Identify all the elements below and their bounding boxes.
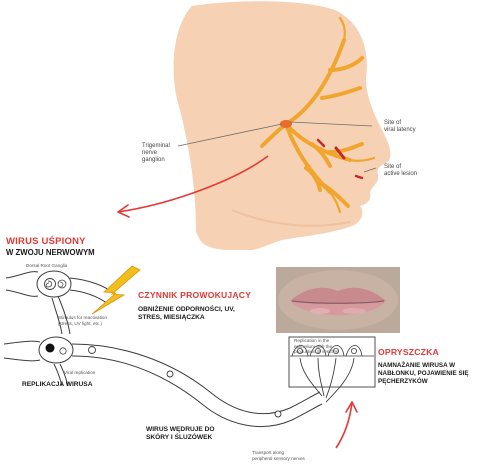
label-trigeminal-line-3: ganglion (142, 157, 170, 164)
label-active-line-1: Site of (384, 164, 417, 171)
stimulus-line-1: Stimulus for reactivation (58, 315, 107, 321)
label-active-line-2: active lesion (384, 171, 417, 178)
transport-small-line-2: peripheral sensory nerves (252, 456, 305, 462)
trigger-title: CZYNNIK PROWOKUJĄCY (138, 290, 251, 300)
trigger-text: OBNIŻENIE ODPORNOŚCI, UV, STRES, MIESIĄC… (138, 306, 235, 322)
drg-label: Dorsal Root Ganglia (26, 263, 67, 269)
transport-small-label: Transport along peripheral sensory nerve… (252, 450, 305, 461)
label-latency-line-1: Site of (384, 120, 416, 127)
lightning-bolt-icon (92, 266, 140, 314)
latent-title: WIRUS UŚPIONY (6, 236, 86, 247)
replication-text: REPLIKACJA WIRUSA (22, 381, 92, 389)
epithelium-label: Replication in the epithelium with the p… (294, 338, 338, 355)
stimulus-line-2: (stress, UV light, etc.) (58, 321, 107, 327)
arrow-to-epithelium (336, 402, 352, 448)
trigger-line-2: STRES, MIESIĄCZKA (138, 314, 235, 322)
herpes-line-2: NABŁONKU, POJAWIENIE SIĘ (378, 370, 469, 378)
herpes-title: OPRYSZCZKA (378, 347, 439, 357)
lips-photo (276, 267, 400, 333)
epithelium-line-3: production of vesicles (294, 349, 338, 355)
herpes-line-1: NAMNAŻANIE WIRUSA W (378, 362, 469, 370)
lips-image (276, 267, 400, 333)
herpes-line-3: PĘCHERZYKÓW (378, 378, 469, 386)
latent-subtitle: W ZWOJU NERWOWYM (6, 249, 95, 257)
label-trigeminal-line-2: nerve (142, 150, 170, 157)
label-trigeminal-ganglion: Trigeminal nerve ganglion (142, 143, 170, 164)
virus-in-axon-1 (89, 347, 96, 354)
transport-line-1: WIRUS WĘDRUJE DO (146, 426, 215, 434)
replication-small-label: Viral replication (64, 370, 95, 376)
virus-in-axon-2 (167, 371, 173, 377)
label-site-active: Site of active lesion (384, 164, 417, 178)
label-latency-line-2: viral latency (384, 127, 416, 134)
transport-line-2: SKÓRY I ŚLUZÓWEK (146, 434, 215, 442)
replicating-virus-core (46, 344, 55, 353)
trigger-line-1: OBNIŻENIE ODPORNOŚCI, UV, (138, 306, 235, 314)
stimulus-label: Stimulus for reactivation (stress, UV li… (58, 315, 107, 326)
transport-text: WIRUS WĘDRUJE DO SKÓRY I ŚLUZÓWEK (146, 426, 215, 442)
herpes-text: NAMNAŻANIE WIRUSA W NABŁONKU, POJAWIENIE… (378, 362, 469, 386)
label-site-latency: Site of viral latency (384, 120, 416, 134)
virus-in-axon-3 (275, 411, 281, 417)
label-trigeminal-line-1: Trigeminal (142, 143, 170, 150)
